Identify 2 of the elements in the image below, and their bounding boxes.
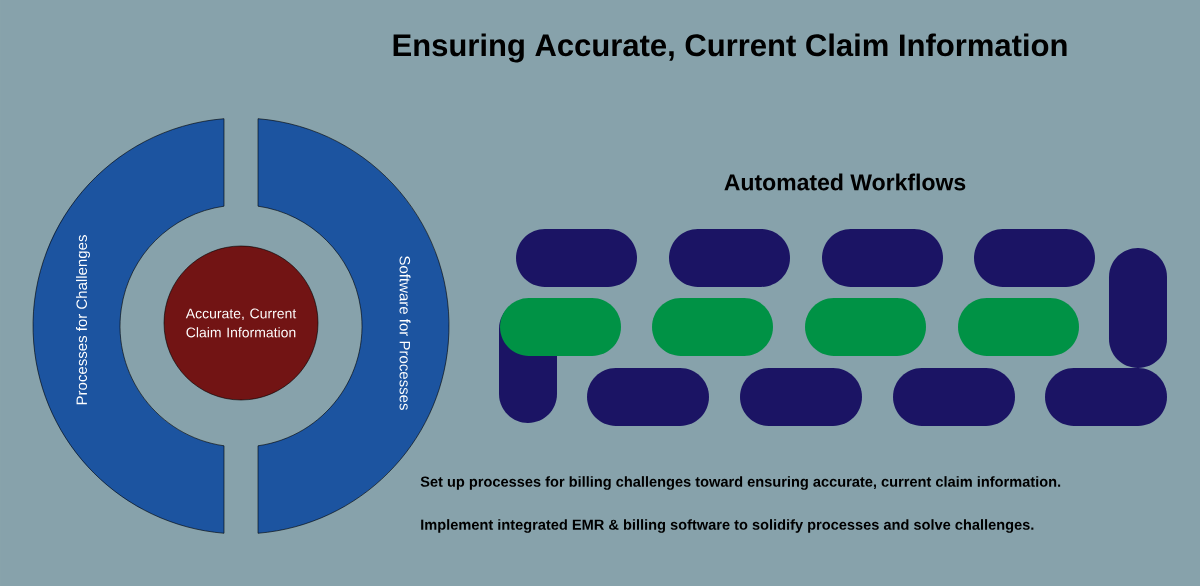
heading: Automated Workflows [724, 173, 966, 191]
title: Ensuring Accurate, Current Claim Information [393, 33, 1067, 63]
